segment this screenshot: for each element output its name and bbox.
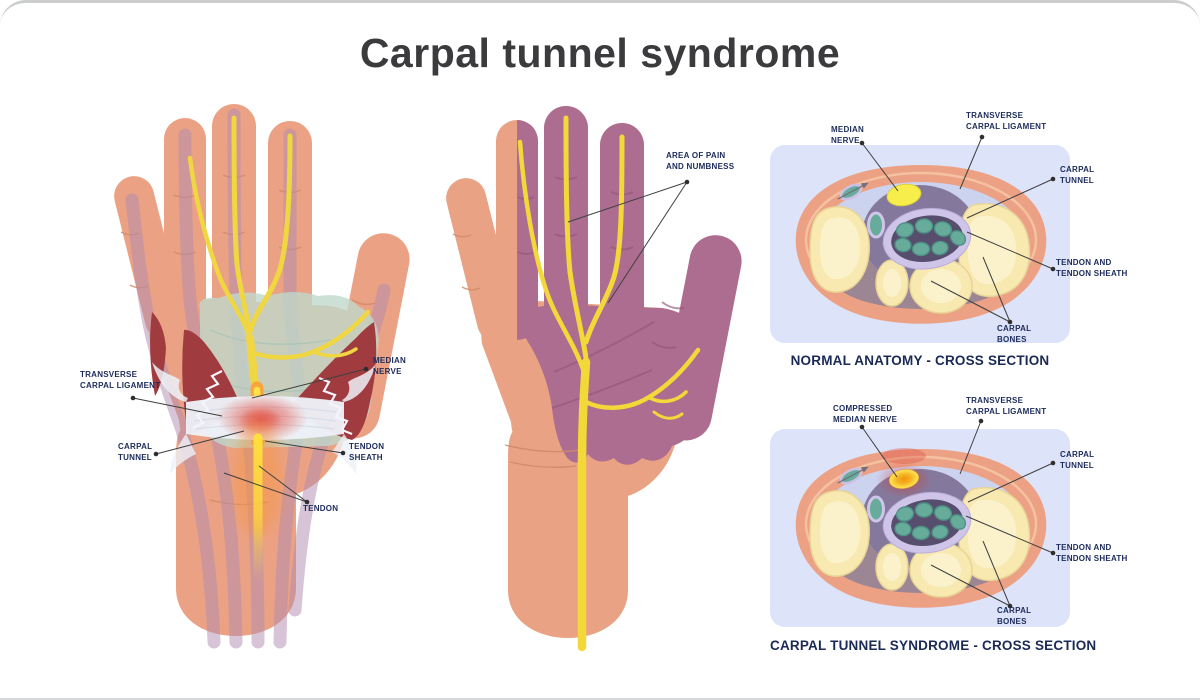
cs-normal-label-carpal-tunnel: CARPAL TUNNEL	[1060, 165, 1095, 185]
label-tendon-sheath: TENDON SHEATH	[349, 442, 385, 462]
label-transverse-carpal-ligament: TRANSVERSE CARPAL LIGAMENT	[80, 370, 161, 390]
cross-section-normal	[768, 143, 1072, 345]
leader-lines	[132, 136, 1054, 607]
label-tendon: TENDON	[303, 504, 339, 513]
label-area-of-pain: AREA OF PAIN AND NUMBNESS	[666, 151, 735, 171]
cross-section-syndrome	[768, 427, 1072, 629]
median-nerve-normal	[886, 183, 922, 207]
cs-syndrome-label-compressed-median-nerve: COMPRESSED MEDIAN NERVE	[833, 404, 898, 424]
cs-normal-label-transverse-carpal-ligament: TRANSVERSE CARPAL LIGAMENT	[966, 111, 1047, 131]
label-median-nerve: MEDIAN NERVE	[373, 356, 407, 376]
palm-hand-illustration	[109, 104, 415, 649]
cs-syndrome-label-tendon-sheath: TENDON AND TENDON SHEATH	[1056, 543, 1128, 563]
page-title: Carpal tunnel syndrome	[359, 30, 841, 76]
cs-syndrome-label-carpal-bones: CARPAL BONES	[997, 606, 1032, 626]
cs-syndrome-label-transverse-carpal-ligament: TRANSVERSE CARPAL LIGAMENT	[966, 396, 1047, 416]
cs-normal-label-carpal-bones: CARPAL BONES	[997, 324, 1032, 344]
median-nerve-compressed	[876, 448, 932, 498]
pain-hand-illustration	[441, 106, 747, 652]
cs-normal-caption: NORMAL ANATOMY - CROSS SECTION	[790, 353, 1050, 368]
cs-normal-label-median-nerve: MEDIAN NERVE	[831, 125, 865, 145]
cs-normal-label-tendon-sheath: TENDON AND TENDON SHEATH	[1056, 258, 1128, 278]
cs-syndrome-label-carpal-tunnel: CARPAL TUNNEL	[1060, 450, 1095, 470]
leader-dots	[130, 134, 1056, 609]
cs-syndrome-caption: CARPAL TUNNEL SYNDROME - CROSS SECTION	[770, 638, 1097, 653]
label-carpal-tunnel: CARPAL TUNNEL	[118, 442, 153, 462]
